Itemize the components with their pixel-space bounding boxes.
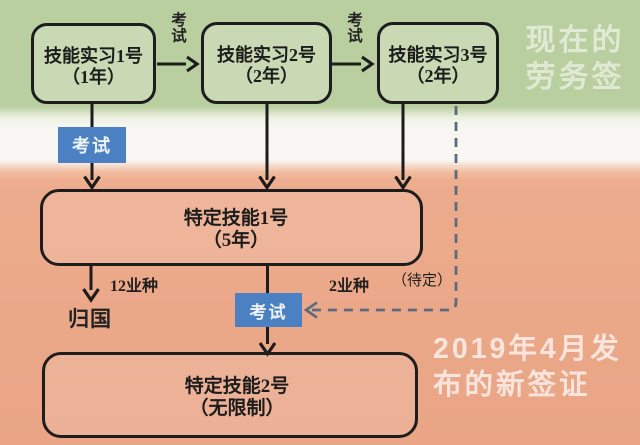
watermark-current-visa: 现在的 劳务签 xyxy=(514,22,636,96)
watermark-current-line2: 劳务签 xyxy=(525,61,625,94)
node-specified-skill-2-title: 特定技能2号 xyxy=(184,375,290,397)
label-return-home: 归国 xyxy=(68,307,112,331)
watermark-new-line1: 2019年4月发 xyxy=(433,333,622,365)
exam-badge-center: 考试 xyxy=(235,293,302,327)
exam-label-top-1: 考试 xyxy=(171,12,187,45)
node-skill-intern-1: 技能实习1号 （1年） xyxy=(31,23,156,104)
dashed-connector xyxy=(303,106,458,319)
arrowhead-intern2-skill1 xyxy=(258,175,276,191)
arrowhead-skill1-return xyxy=(82,288,100,303)
node-skill-intern-2: 技能实习2号 （2年） xyxy=(201,22,332,104)
node-specified-skill-1: 特定技能1号 （5年） xyxy=(40,189,423,266)
node-skill-intern-1-duration: （1年） xyxy=(62,66,125,87)
arrowhead-intern3-skill1 xyxy=(394,175,412,191)
node-skill-intern-2-title: 技能实习2号 xyxy=(217,45,316,65)
node-specified-skill-1-duration: （5年） xyxy=(202,229,270,251)
arrowhead-intern1-intern2 xyxy=(186,55,200,73)
watermark-new-visa: 2019年4月发 布的新签证 xyxy=(433,331,640,403)
exam-label-top-2: 考试 xyxy=(347,12,363,45)
exam-badge-left: 考试 xyxy=(58,127,126,163)
node-skill-intern-3-duration: （2年） xyxy=(406,66,470,86)
dashed-arrowhead-intern3-exam xyxy=(303,301,318,319)
arrowhead-intern1-skill1 xyxy=(83,175,101,191)
arrowhead-intern2-intern3 xyxy=(361,55,375,73)
node-skill-intern-3-title: 技能实习3号 xyxy=(388,45,488,65)
node-skill-intern-3: 技能实习3号 （2年） xyxy=(377,22,499,104)
node-skill-intern-2-duration: （2年） xyxy=(235,66,298,86)
dashed-line-intern3-exam xyxy=(312,106,458,312)
node-specified-skill-1-title: 特定技能1号 xyxy=(183,207,289,229)
label-pending: （待定） xyxy=(392,273,453,289)
node-skill-intern-1-title: 技能实习1号 xyxy=(44,45,143,66)
node-specified-skill-2: 特定技能2号 （无限制） xyxy=(42,352,418,438)
label-12-industries: 12业种 xyxy=(110,278,159,295)
watermark-new-line2: 布的新签证 xyxy=(433,369,591,401)
watermark-current-line1: 现在的 xyxy=(525,24,625,57)
label-2-industries: 2业种 xyxy=(329,278,370,295)
node-specified-skill-2-duration: （无限制） xyxy=(189,397,285,419)
